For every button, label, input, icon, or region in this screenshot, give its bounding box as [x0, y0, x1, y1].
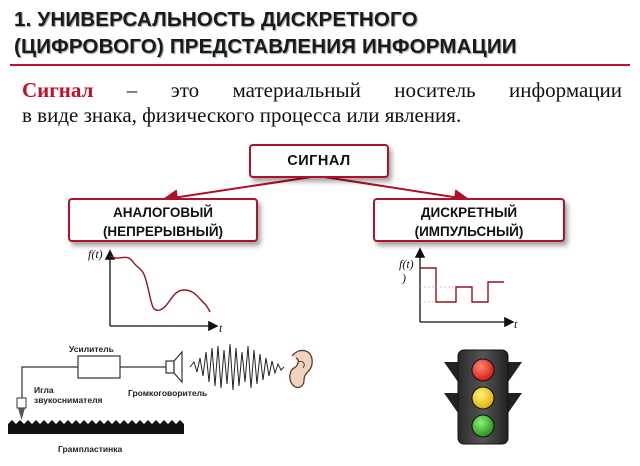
arrow-to-discrete — [317, 175, 470, 206]
definition-line-2: в виде знака, физического процесса или я… — [22, 103, 462, 127]
discrete-y-paren: ) — [402, 271, 406, 285]
discrete-y-label: f(t) — [399, 257, 414, 271]
speaker-label: Громкоговоритель — [128, 388, 208, 398]
definition-line-1: Сигнал – это материальный носитель инфор… — [22, 78, 622, 103]
discrete-steps — [420, 267, 504, 303]
analog-label: АНАЛОГОВЫЙ — [112, 205, 214, 220]
needle-icon — [16, 397, 27, 420]
discrete-sublabel: (ИМПУЛЬСНЫЙ) — [414, 224, 524, 239]
sound-wave — [189, 343, 285, 391]
traffic-light-icon — [444, 349, 522, 445]
signal-root-box: СИГНАЛ — [249, 144, 389, 178]
title-line-2: (ЦИФРОВОГО) ПРЕДСТАВЛЕНИЯ ИНФОРМАЦИИ — [14, 35, 517, 58]
analog-box: АНАЛОГОВЫЙ (НЕПРЕРЫВНЫЙ) — [68, 198, 258, 242]
analog-x-label: t — [219, 321, 223, 335]
analog-curve — [109, 255, 211, 313]
analog-graph — [104, 249, 219, 332]
discrete-graph — [414, 247, 515, 328]
definition-rest: – это материальный носитель информации — [93, 78, 622, 102]
ear-icon — [289, 349, 313, 389]
needle-label: Игла звукоснимателя — [34, 385, 103, 405]
arrow-to-analog — [162, 175, 319, 206]
record-surface — [8, 420, 184, 434]
definition-term: Сигнал — [22, 78, 94, 102]
record-label: Грампластинка — [58, 444, 123, 454]
traffic-light-red — [471, 358, 495, 382]
analog-y-label: f(t) — [88, 247, 103, 261]
discrete-label: ДИСКРЕТНЫЙ — [420, 205, 518, 220]
discrete-box: ДИСКРЕТНЫЙ (ИМПУЛЬСНЫЙ) — [373, 198, 565, 242]
title-divider — [10, 64, 630, 66]
amplifier-box — [77, 355, 121, 379]
amplifier-label: Усилитель — [69, 344, 114, 354]
traffic-light-green — [471, 414, 495, 438]
page-title: 1. УНИВЕРСАЛЬНОСТЬ ДИСКРЕТНОГО (ЦИФРОВОГ… — [14, 6, 624, 60]
discrete-x-label: t — [514, 317, 518, 331]
title-line-1: 1. УНИВЕРСАЛЬНОСТЬ ДИСКРЕТНОГО — [14, 8, 418, 31]
analog-sublabel: (НЕПРЕРЫВНЫЙ) — [102, 224, 224, 239]
gramophone-schematic — [8, 343, 313, 434]
speaker-icon — [165, 350, 183, 384]
traffic-light-yellow — [471, 386, 495, 410]
